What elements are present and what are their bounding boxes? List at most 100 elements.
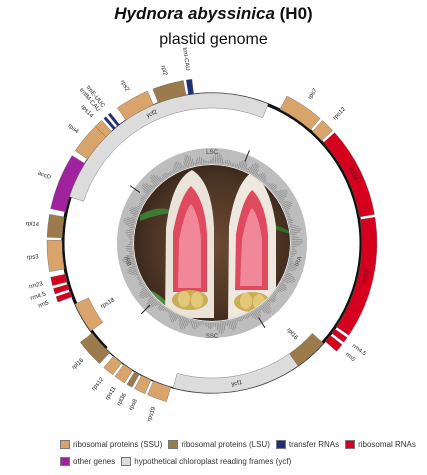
gc-tick (280, 199, 285, 202)
gc-tick (284, 205, 292, 210)
gc-tick (172, 170, 174, 174)
gc-tick (233, 163, 235, 167)
gene-trni-cau-28 (185, 79, 194, 96)
gc-tick (126, 230, 133, 232)
gc-tick (254, 169, 259, 176)
gc-tick (245, 167, 248, 171)
gc-tick (178, 317, 183, 326)
gc-tick (186, 319, 190, 327)
gc-tick (172, 168, 176, 173)
gene-label-rps3-19: rps3 (27, 254, 40, 261)
gene-rrn5-6 (324, 335, 343, 352)
legend-swatch-ssu (60, 440, 70, 449)
gc-tick (139, 202, 143, 205)
gc-tick (241, 317, 243, 321)
gc-tick (170, 313, 176, 322)
gene-label-rrn16-3: rrn16 (347, 167, 359, 183)
gc-tick (266, 301, 271, 305)
gene-label-rps4-22: rps4 (66, 123, 79, 135)
gc-tick (128, 265, 136, 269)
gc-tick (131, 264, 136, 266)
gene-rpl16-14 (79, 332, 110, 364)
gc-tick (285, 210, 289, 213)
gc-tick (248, 313, 251, 317)
gc-tick (287, 217, 291, 219)
gene-accd-21 (50, 155, 86, 213)
gc-tick (267, 183, 271, 187)
gc-tick (287, 267, 296, 271)
gc-tick (151, 301, 158, 308)
gc-tick (281, 200, 285, 204)
gc-tick (127, 217, 136, 221)
gc-tick (289, 262, 296, 265)
gc-tick (271, 296, 276, 301)
gc-tick (248, 163, 254, 173)
legend-label-lsu: ribosomal proteins (LSU) (181, 440, 270, 449)
gc-tick (132, 215, 137, 218)
gc-tick (281, 281, 285, 283)
gc-tick (261, 305, 269, 315)
gc-tick (195, 159, 198, 165)
gc-tick (138, 282, 143, 286)
gc-tick (157, 304, 162, 309)
gc-tick (174, 162, 179, 171)
gc-tick (191, 320, 195, 328)
gc-tick (191, 158, 195, 166)
region-label-irb: IRB (122, 256, 131, 267)
gc-tick (125, 233, 133, 235)
gc-tick (254, 310, 261, 320)
gc-tick (129, 262, 135, 265)
gc-tick (123, 255, 134, 259)
gc-tick (229, 320, 233, 331)
gc-tick (275, 189, 283, 195)
gc-tick (287, 268, 293, 272)
gc-tick (183, 165, 185, 169)
gene-label-trni-cau-28: trnI-CAU (181, 47, 190, 71)
boundary-tick-2 (140, 304, 151, 315)
gc-tick (250, 162, 257, 174)
gc-tick (216, 152, 219, 164)
gc-tick (224, 160, 227, 165)
legend-row-2: other genes hypothetical chloroplast rea… (60, 453, 420, 470)
region-labels: LSC SSC IRA IRB (122, 150, 303, 340)
gc-tick (127, 268, 137, 273)
gc-tick (198, 156, 201, 164)
gc-tick (161, 177, 164, 180)
gc-tick (281, 282, 287, 286)
gene-rps3-19 (46, 239, 65, 272)
gc-tick (185, 155, 190, 167)
gc-tick (129, 209, 138, 214)
gc-tick (244, 163, 248, 171)
gc-tick (242, 161, 247, 170)
gc-tick (160, 306, 164, 312)
gc-tick (125, 254, 133, 257)
gc-tick (143, 183, 152, 191)
gc-tick (257, 308, 261, 314)
legend-label-other: other genes (73, 457, 116, 466)
legend-label-trna: transfer RNAs (288, 440, 340, 449)
gc-tick (183, 318, 188, 329)
gc-tick (131, 216, 137, 219)
gc-tick (234, 319, 238, 326)
gc-tick (123, 221, 135, 226)
gc-tick (239, 317, 242, 322)
gc-tick (287, 215, 291, 218)
gc-tick (199, 322, 201, 326)
gene-track (46, 79, 378, 402)
gc-tick (291, 254, 295, 256)
gc-tick (145, 183, 153, 190)
gc-tick (128, 270, 138, 275)
gc-tick (197, 157, 200, 165)
gc-tick (289, 260, 294, 263)
gc-tick (228, 321, 231, 329)
gc-tick (260, 306, 266, 313)
gene-trnfm-cau-24 (103, 116, 116, 131)
gc-tick (147, 296, 153, 302)
gc-tick (179, 317, 185, 329)
gc-tick (251, 163, 259, 174)
gc-tick (290, 224, 296, 227)
gene-label-rps12-2: rps12 (332, 106, 347, 121)
gc-tick (143, 194, 147, 198)
gc-tick (149, 295, 152, 297)
gene-rpl2-27 (152, 80, 187, 104)
